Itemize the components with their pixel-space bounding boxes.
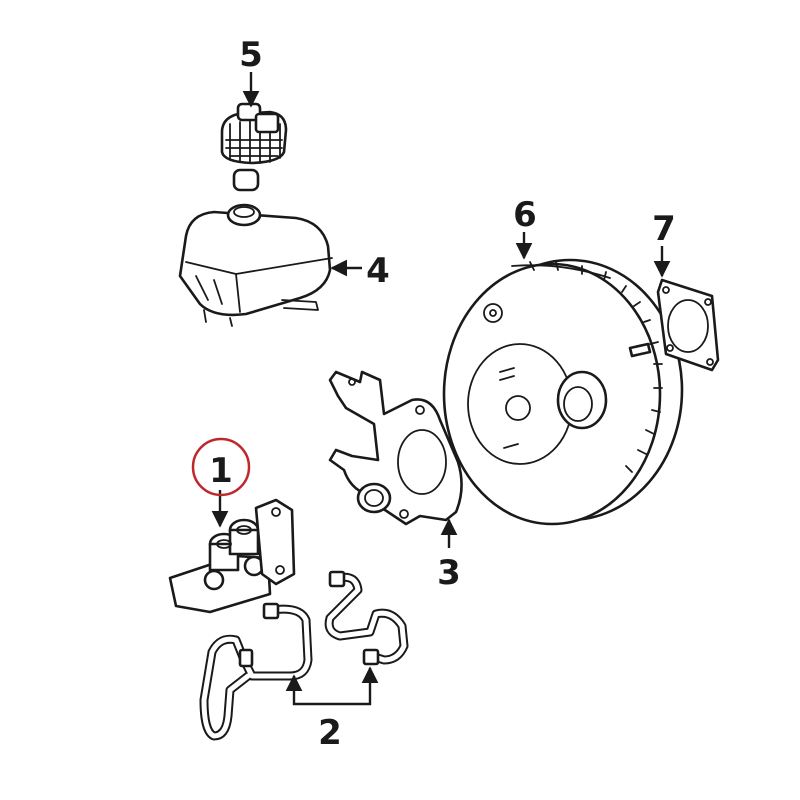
brake-lines-part <box>199 570 409 741</box>
callout-6[interactable]: 6 <box>513 195 537 235</box>
callout-5[interactable]: 5 <box>239 35 263 75</box>
fluid-reservoir-part <box>178 203 333 327</box>
callout-3[interactable]: 3 <box>437 553 461 593</box>
brake-booster-part <box>442 258 684 526</box>
callout-7[interactable]: 7 <box>652 209 676 249</box>
highlight-circle <box>191 437 251 497</box>
booster-bracket-part <box>328 370 463 526</box>
callout-4[interactable]: 4 <box>366 251 390 291</box>
callout-1[interactable]: 1 <box>209 451 233 491</box>
master-cylinder-part <box>168 498 296 614</box>
reservoir-cap-part <box>220 102 288 192</box>
booster-gasket-part <box>656 278 720 372</box>
callout-2[interactable]: 2 <box>318 713 342 753</box>
